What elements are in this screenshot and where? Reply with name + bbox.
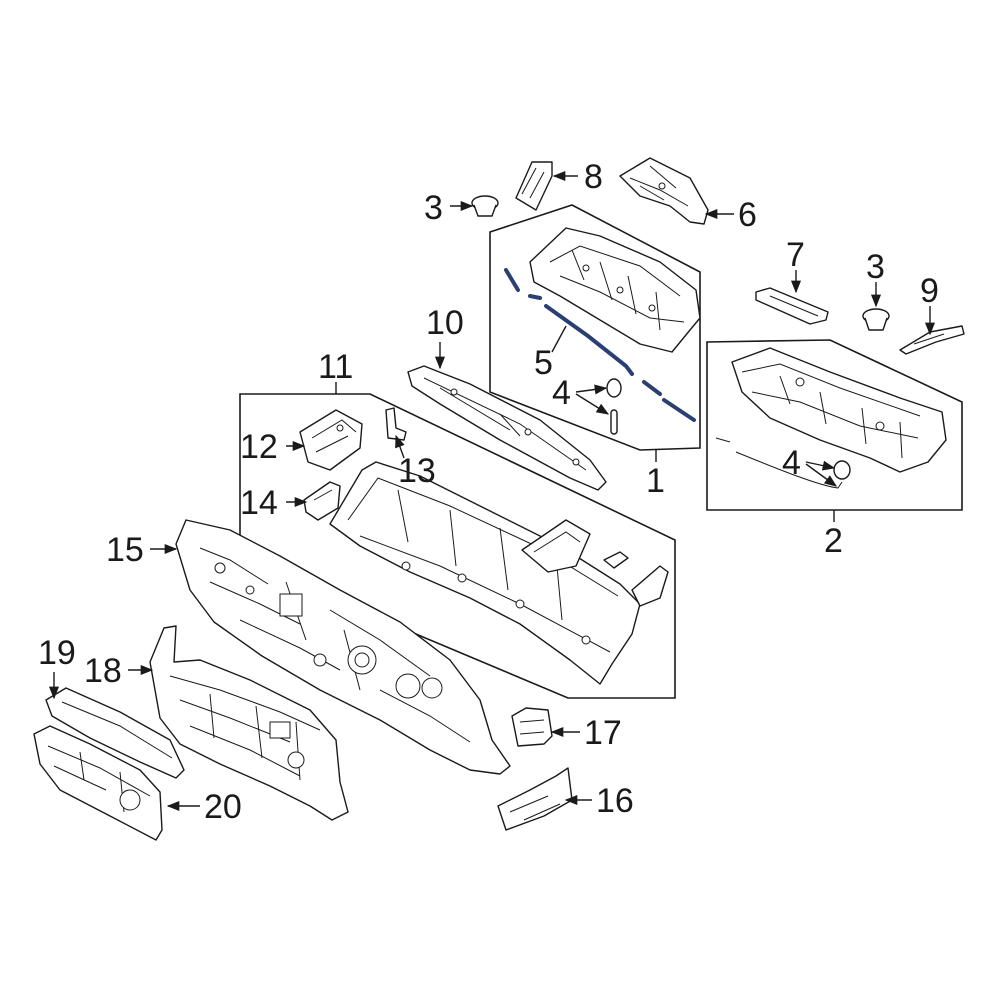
callout-14[interactable]: 14: [240, 484, 278, 522]
callout-7[interactable]: 7: [786, 236, 805, 274]
callout-6[interactable]: 6: [738, 196, 757, 234]
plate-part-7[interactable]: [755, 287, 829, 325]
cowl-panel-part-1[interactable]: [529, 227, 701, 353]
cowl-panel-part-2[interactable]: [731, 347, 947, 473]
bracket-small-11-b: [603, 551, 629, 569]
bracket-small-11-c: [631, 565, 669, 607]
callout-10[interactable]: 10: [426, 304, 464, 342]
leader-5: [551, 325, 567, 353]
bracket-part-14[interactable]: [303, 481, 341, 521]
callout-4b[interactable]: 4: [782, 444, 801, 482]
callout-13[interactable]: 13: [398, 452, 436, 490]
bracket-part-13[interactable]: [385, 407, 407, 441]
insulator-part-18[interactable]: [149, 625, 349, 821]
cowl-top-panel-part-11[interactable]: [329, 461, 641, 685]
bracket-part-9[interactable]: [899, 325, 965, 355]
clip-part-3-left[interactable]: [471, 195, 499, 217]
leader-4b-1: [805, 460, 836, 471]
callout-16[interactable]: 16: [596, 782, 634, 820]
reinforcement-part-10[interactable]: [407, 365, 607, 491]
group-frame-2: [706, 339, 963, 511]
leader-4b-2: [805, 463, 838, 487]
group-frame-1: [489, 204, 701, 451]
washer-hose-part-5[interactable]: [504, 268, 696, 422]
washer-nozzle-part-4-a[interactable]: [606, 378, 622, 435]
callout-3a[interactable]: 3: [424, 189, 443, 227]
dash-panel-part-15[interactable]: [175, 519, 511, 775]
bracket-part-16[interactable]: [497, 767, 573, 831]
washer-hose-part-2: [715, 437, 851, 489]
callout-2[interactable]: 2: [824, 522, 843, 560]
bracket-small-11-a: [521, 519, 591, 573]
leader-4a-1: [575, 384, 608, 395]
callout-17[interactable]: 17: [584, 714, 622, 752]
clip-part-3-right[interactable]: [862, 308, 890, 331]
callout-3b[interactable]: 3: [866, 248, 885, 286]
bracket-part-17[interactable]: [511, 707, 553, 747]
insulator-part-20[interactable]: [33, 725, 163, 841]
bracket-part-12[interactable]: [299, 409, 363, 471]
leader-13: [395, 434, 405, 459]
bracket-part-8[interactable]: [515, 161, 553, 211]
bracket-part-6[interactable]: [619, 157, 709, 225]
callout-12[interactable]: 12: [240, 428, 278, 466]
callout-19[interactable]: 19: [38, 634, 76, 672]
callout-5[interactable]: 5: [534, 344, 553, 382]
insulator-strip-part-19[interactable]: [45, 687, 185, 779]
callout-15[interactable]: 15: [106, 531, 144, 569]
callout-20[interactable]: 20: [204, 788, 242, 826]
washer-hose-line: [504, 268, 696, 422]
callout-8[interactable]: 8: [584, 158, 603, 196]
leader-4a-2: [575, 393, 610, 415]
callout-11[interactable]: 11: [318, 348, 353, 386]
callout-1[interactable]: 1: [646, 462, 665, 500]
callout-18[interactable]: 18: [84, 652, 122, 690]
callout-4a[interactable]: 4: [552, 374, 571, 412]
callout-9[interactable]: 9: [920, 272, 939, 310]
